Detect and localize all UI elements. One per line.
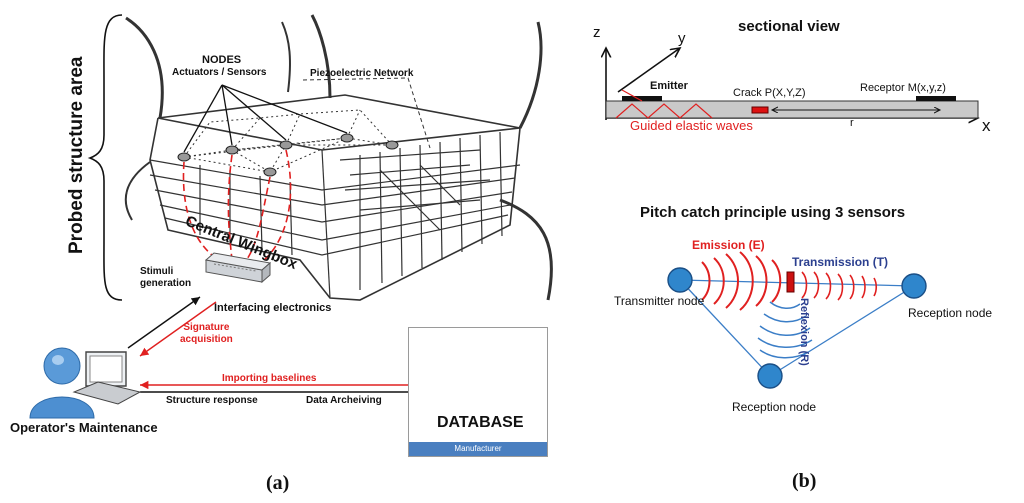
reflexion-waves	[757, 301, 813, 359]
stimuli-label: Stimuli generation	[140, 266, 192, 289]
emitter-sensor	[622, 96, 662, 101]
sensor-node	[340, 133, 354, 143]
r-label: r	[850, 117, 854, 129]
reflexion-label: Reflexion (R)	[798, 298, 810, 366]
interfacing-label: Interfacing electronics	[214, 302, 332, 314]
reception-node-bottom-label: Reception node	[732, 400, 817, 414]
signature-arrow	[139, 301, 217, 357]
axis-x-label: x	[982, 116, 991, 135]
operator-label: Operator's Maintenance	[10, 420, 158, 435]
transmission-waves	[801, 271, 878, 301]
sensor-node	[279, 140, 293, 150]
importing-label: Importing baselines	[222, 373, 317, 384]
reception-node-right-label: Reception node	[908, 306, 993, 320]
reception-node-right-circle	[901, 273, 927, 299]
sensor-node	[385, 140, 399, 150]
laptop-icon	[72, 351, 142, 405]
transmitter-node-circle	[667, 267, 693, 293]
guided-wave-rays	[615, 89, 713, 119]
transmission-label: Transmission (T)	[792, 255, 889, 269]
crack-label: Crack P(X,Y,Z)	[733, 87, 806, 99]
reception-node-bottom-circle	[757, 363, 783, 389]
receptor-sensor	[916, 96, 956, 101]
defect-marker	[786, 271, 795, 293]
caption-b: (b)	[792, 470, 817, 492]
piezo-network-lines	[183, 109, 393, 173]
probed-area-brace	[87, 14, 123, 301]
emission-label: Emission (E)	[692, 238, 765, 252]
probed-area-label: Probed structure area	[66, 56, 87, 254]
caption-a: (a)	[266, 472, 290, 494]
structure-response-label: Structure response	[166, 395, 258, 406]
signature-label: Signature acquisition	[180, 322, 233, 345]
crack-marker	[751, 106, 769, 114]
emission-waves	[701, 251, 782, 311]
node-pointer-lines	[183, 84, 348, 153]
piezo-network-label: Piezoelectric Network	[310, 68, 414, 79]
sensor-node	[263, 167, 277, 177]
manufacturer-label: Manufacturer	[454, 444, 502, 453]
sensor-node	[225, 145, 239, 155]
emitter-label: Emitter	[650, 80, 688, 92]
nodes-subtitle: Actuators / Sensors	[172, 67, 267, 78]
wingbox-structure-sketch	[124, 14, 553, 301]
sensor-node	[177, 152, 191, 162]
axis-y-label: y	[678, 30, 686, 47]
piezo-network-bracket	[302, 77, 431, 149]
sectional-title: sectional view	[738, 18, 840, 35]
pitch-catch-lines	[679, 279, 915, 377]
data-archeiving-label: Data Archeiving	[306, 395, 382, 406]
interfacing-device-icon	[204, 252, 272, 284]
sensor-nodes	[177, 133, 399, 177]
operator-person-icon	[29, 347, 95, 419]
axis-z-label: z	[593, 24, 601, 41]
pitch-catch-title: Pitch catch principle using 3 sensors	[640, 204, 906, 221]
receptor-label: Receptor M(x,y,z)	[860, 82, 946, 94]
transmitter-node-label: Transmitter node	[614, 294, 705, 308]
database-label: DATABASE	[437, 414, 524, 431]
stimuli-arrow	[127, 296, 201, 349]
database-box: DATABASE Manufacturer	[408, 327, 548, 457]
nodes-title: NODES	[202, 54, 242, 66]
guided-waves-label: Guided elastic waves	[630, 118, 753, 133]
manufacturer-bar: Manufacturer	[409, 442, 547, 456]
